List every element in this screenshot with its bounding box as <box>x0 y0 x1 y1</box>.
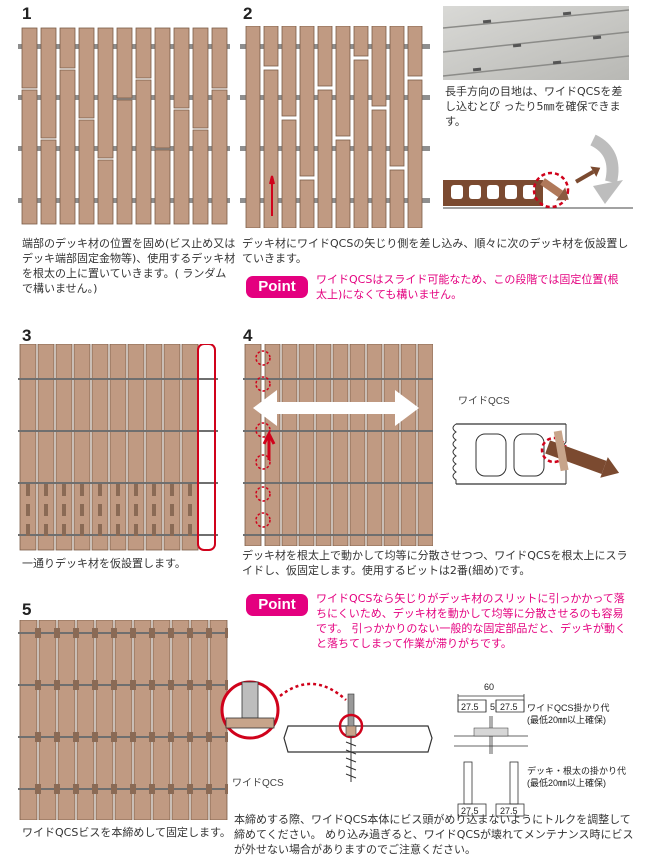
dim-note-top-sub: (最低20㎜以上確保) <box>527 715 607 725</box>
dim-note-bottom: デッキ・根太の掛かり代 <box>527 766 627 776</box>
point-text-2: ワイドQCSなら矢じりがデッキ材のスリットに引っかかって落ちにくいため、デッキ材… <box>316 592 626 650</box>
step-4-number: 4 <box>243 326 253 345</box>
up-arrow-icon <box>269 175 275 216</box>
dim-note-top: ワイドQCS掛かり代 <box>527 703 610 713</box>
step-3-deck-illustration <box>18 344 218 551</box>
final-note: 本締めする際、ワイドQCS本体にビス頭がめり込まないようにトルクを調整して締めて… <box>234 813 634 856</box>
step-5-number: 5 <box>22 600 32 619</box>
step-1-deck-illustration <box>18 26 230 228</box>
dim-bottom-left: 27.5 <box>461 806 479 816</box>
step-3-number: 3 <box>22 326 32 345</box>
double-arrow-icon <box>253 390 419 426</box>
qcs-label-top: ワイドQCS <box>458 396 510 407</box>
step-3-caption: 一通りデッキ材を仮設置します。 <box>22 557 186 570</box>
slide-arrow-icon <box>262 430 276 460</box>
dim-right: 27.5 <box>500 702 518 712</box>
step-4-deck-illustration <box>243 344 433 546</box>
curved-arrow-icon <box>593 180 623 204</box>
screw-tightening-illustration <box>220 680 433 782</box>
step-2-deck-illustration <box>240 26 430 228</box>
step-2-caption: デッキ材にワイドQCSの矢じり側を差し込み、順々に次のデッキ材を仮設置していきま… <box>242 237 629 265</box>
step-1-number: 1 <box>22 4 32 23</box>
step-1-caption: 端部のデッキ材の位置を固め(ビス止め又はデッキ端部固定金物等)、使用するデッキ材… <box>22 237 236 295</box>
point-badge-1: Point <box>246 276 308 298</box>
point-text-1: ワイドQCSはスライド可能なため、この段階では固定位置(根太上)になくても構いま… <box>316 273 619 301</box>
point-badge-2: Point <box>246 594 308 616</box>
dim-total: 60 <box>484 682 495 692</box>
step-5-deck-illustration <box>18 620 228 820</box>
dim-note-bottom-sub: (最低20㎜以上確保) <box>527 778 607 788</box>
qcs-insertion-illustration <box>443 134 633 209</box>
step-5-caption: ワイドQCSビスを本締めして固定します。 <box>22 826 231 839</box>
dim-gap: 5 <box>490 702 496 712</box>
qcs-label-bottom: ワイドQCS <box>232 778 284 789</box>
step-4-caption: デッキ材を根太上で動かして均等に分散させつつ、ワイドQCSを根太上にスライドし、… <box>242 549 628 577</box>
deck-joint-photo <box>443 6 629 80</box>
photo-note: 長手方向の目地は、ワイドQCSを差し込むとぴ ったり5㎜を確保できます。 <box>445 85 623 128</box>
dimension-diagram <box>454 694 528 817</box>
qcs-hook-detail-illustration <box>452 423 620 485</box>
dim-bottom-right: 27.5 <box>500 806 518 816</box>
step-2-number: 2 <box>243 4 253 23</box>
dim-left: 27.5 <box>461 702 479 712</box>
